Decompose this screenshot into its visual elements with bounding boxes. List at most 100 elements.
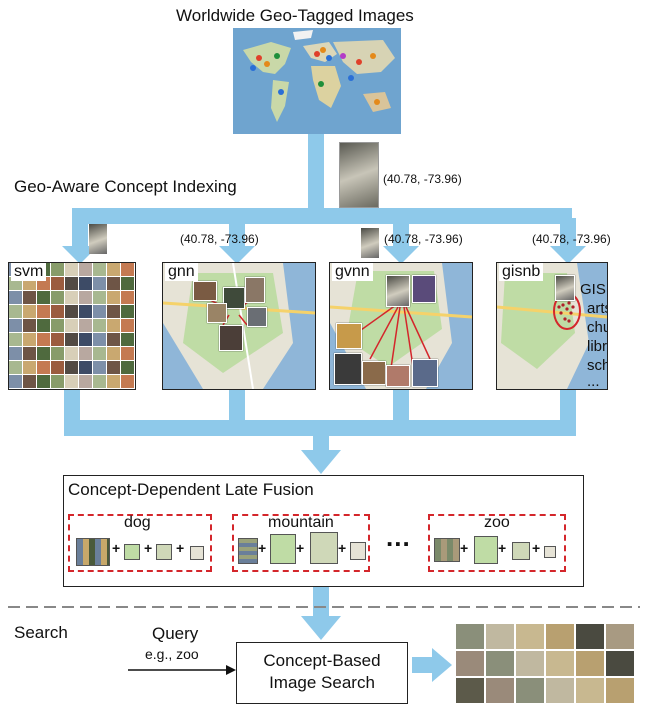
panel-label-svm: svm — [11, 263, 47, 281]
query-label: Query — [152, 624, 199, 643]
gvnn-photo-6 — [386, 365, 410, 387]
svm-grid-cell — [51, 319, 64, 332]
plus-7: + — [460, 540, 469, 556]
svm-grid-cell — [37, 305, 50, 318]
svm-grid-cell — [93, 347, 106, 360]
search-box-line2: Image Search — [269, 673, 375, 692]
svm-grid-cell — [65, 305, 78, 318]
svm-grid-cell — [79, 291, 92, 304]
svm-grid-cell — [93, 305, 106, 318]
arrow-to-search — [301, 586, 341, 640]
svm-grid-cell — [107, 305, 120, 318]
svm-grid-cell — [107, 319, 120, 332]
svm-grid-cell — [51, 291, 64, 304]
result-image — [576, 651, 604, 676]
svm-grid-cell — [93, 361, 106, 374]
svm-grid-cell — [51, 277, 64, 290]
mountain-gisnb-map — [350, 542, 366, 560]
result-image — [516, 678, 544, 703]
gis-tag-library: library — [587, 338, 608, 355]
svm-grid-cell — [51, 263, 64, 276]
result-image — [486, 651, 514, 676]
gis-tag-arts: arts — [587, 300, 607, 317]
dog-gvnn-map — [156, 544, 172, 560]
svm-grid-cell — [37, 361, 50, 374]
arrow-to-results — [412, 648, 452, 682]
plus-4: + — [258, 540, 267, 556]
svm-grid-cell — [23, 291, 36, 304]
svm-grid-cell — [23, 305, 36, 318]
svm-grid-cell — [65, 361, 78, 374]
svm-grid-cell — [79, 319, 92, 332]
gis-tag-church: church — [587, 319, 607, 336]
result-image — [576, 678, 604, 703]
branch-coord-gnn: (40.78, -73.96) — [180, 232, 259, 246]
svm-grid-cell — [93, 263, 106, 276]
branch-coord-gvnn: (40.78, -73.96) — [384, 232, 463, 246]
mountain-gnn-map — [270, 534, 296, 564]
svm-grid-cell — [121, 277, 134, 290]
result-image — [486, 624, 514, 649]
panel-svm: svm — [8, 262, 136, 390]
branch-coord-gisnb: (40.78, -73.96) — [532, 232, 611, 246]
result-image — [546, 678, 574, 703]
gvnn-photo-center — [386, 275, 410, 307]
svm-grid-cell — [121, 333, 134, 346]
result-image — [516, 651, 544, 676]
svm-grid-cell — [79, 361, 92, 374]
gvnn-photo-2 — [412, 275, 436, 303]
fusion-ellipsis: ... — [386, 522, 411, 552]
svm-grid-cell — [121, 347, 134, 360]
result-image — [516, 624, 544, 649]
svm-grid-cell — [107, 375, 120, 388]
svm-grid-cell — [65, 375, 78, 388]
plus-2: + — [144, 540, 153, 556]
svm-grid-cell — [79, 375, 92, 388]
svm-grid-cell — [79, 277, 92, 290]
panel-label-gnn: gnn — [165, 263, 198, 281]
svm-grid-cell — [23, 375, 36, 388]
dog-svm-grid — [76, 538, 110, 566]
svm-grid-cell — [79, 333, 92, 346]
svm-grid-cell — [37, 375, 50, 388]
mountain-svm-grid — [238, 538, 258, 564]
dog-gisnb-map — [190, 546, 204, 560]
concept-dog: dog + + + — [68, 514, 212, 572]
svm-grid-cell — [37, 319, 50, 332]
svm-grid-cell — [121, 319, 134, 332]
gnn-photo-2 — [223, 287, 245, 309]
fusion-box: Concept-Dependent Late Fusion dog + + + … — [63, 475, 584, 587]
gnn-photo-4 — [207, 303, 227, 323]
svm-grid-cell — [65, 263, 78, 276]
svm-grid-cell — [121, 375, 134, 388]
arrow-to-fusion — [301, 430, 341, 474]
svm-grid-cell — [121, 263, 134, 276]
plus-8: + — [498, 540, 507, 556]
plus-1: + — [112, 540, 121, 556]
gvnn-photo-4 — [334, 353, 362, 385]
svm-grid-cell — [9, 333, 22, 346]
svm-grid-cell — [37, 333, 50, 346]
search-results-grid — [456, 624, 640, 708]
svm-grid-cell — [37, 347, 50, 360]
svm-grid-cell — [9, 375, 22, 388]
svm-grid-cell — [23, 319, 36, 332]
svm-grid-cell — [51, 333, 64, 346]
gis-tag-more: ... — [587, 373, 600, 390]
svm-grid-cell — [79, 263, 92, 276]
svm-grid-cell — [93, 277, 106, 290]
svm-grid-cell — [65, 347, 78, 360]
result-image — [606, 624, 634, 649]
panel-gnn: gnn — [162, 262, 316, 390]
panel-gisnb: gisnb GIS tags arts church library schoo… — [496, 262, 608, 390]
gnn-photo-6 — [247, 307, 267, 327]
uploaded-photo — [339, 142, 379, 208]
zoo-svm-grid — [434, 538, 460, 562]
search-section-label: Search — [14, 623, 68, 642]
svm-grid-cell — [121, 361, 134, 374]
svm-grid-cell — [107, 361, 120, 374]
svm-grid-cell — [107, 291, 120, 304]
concept-label-dog: dog — [124, 514, 151, 531]
gvnn-photo-3 — [336, 323, 362, 349]
search-box-line1: Concept-Based — [263, 651, 381, 670]
